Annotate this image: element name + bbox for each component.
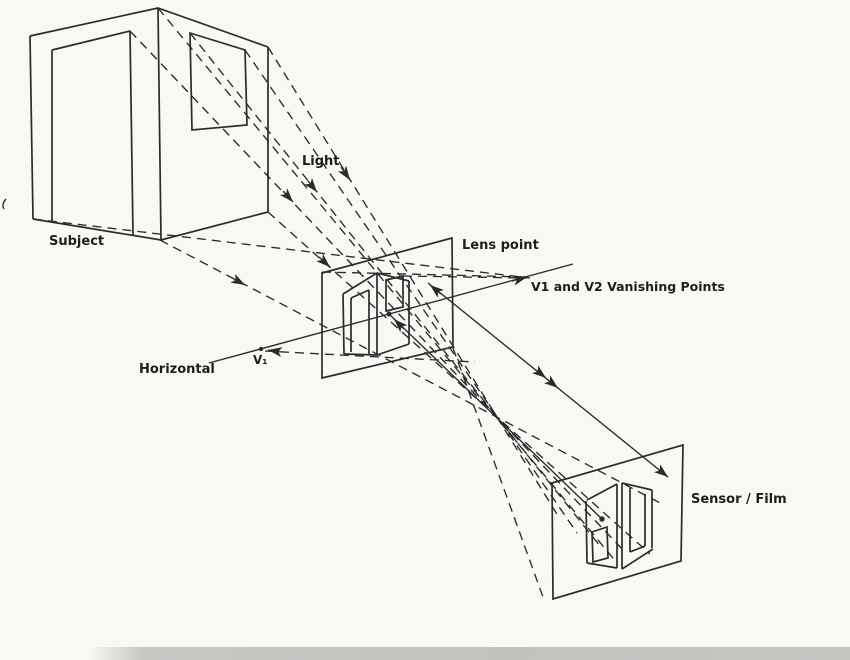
light-arrow-icon [304,177,318,193]
v1-arrow-icon [267,347,283,358]
sensor-plane [551,443,684,601]
sensor-image-door [629,488,646,553]
subject-window [189,31,248,131]
v1-label: V₁ [253,353,268,367]
lens-image-door [350,289,370,354]
light-rays [129,7,663,598]
axis-arrow-icon [531,365,547,379]
sensor-film-label: Sensor / Film [691,492,787,507]
subject-label: Subject [49,234,105,249]
vanishing-points-label: V1 and V2 Vanishing Points [531,279,725,294]
v1-point [258,346,264,352]
horizontal-label: Horizontal [139,362,215,377]
light-arrow-icon [279,188,294,203]
vanishing-arrow-icon [511,275,528,286]
sensor-image-house [585,482,654,570]
ray-arrow-icon [230,273,246,286]
bottom-edge-bar [88,647,850,660]
subject-house [29,7,269,241]
lens-plane [321,236,454,380]
light-label: Light [302,154,340,169]
axis-arrow-icon [653,464,669,478]
light-arrow-icon [337,165,351,181]
image-correspondence-ray [388,313,603,520]
construction-lines [32,218,531,363]
image-ray-arrow-icon [393,318,408,333]
axis-arrow-icon [543,375,559,389]
lens-image-window [385,274,404,313]
sensor-image-window [591,525,609,564]
lens-point-label: Lens point [462,238,539,253]
subject-door [51,30,134,236]
sensor-image-point [599,516,605,522]
stray-mark [2,198,7,210]
axis-arrow-icon [429,284,445,298]
ray-arrow-icon [316,253,331,268]
arrowheads [230,165,669,478]
